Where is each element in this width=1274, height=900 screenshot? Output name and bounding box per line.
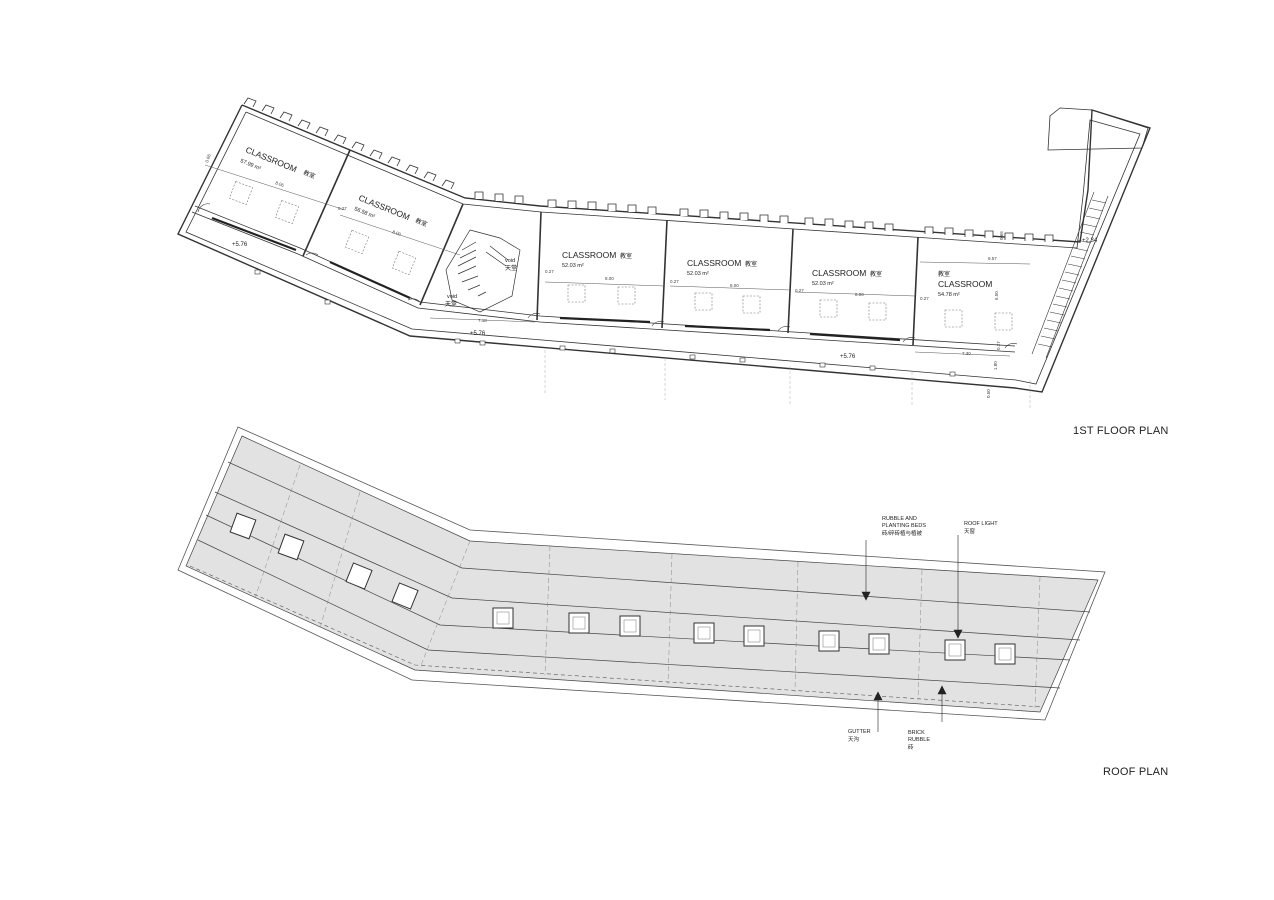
room-2-cn: 教室 — [414, 216, 428, 228]
first-floor-plan: CLASSROOM 教室 57.99 m² CLASSROOM 教室 56.58… — [177, 97, 1151, 408]
room-5-cn: 教室 — [870, 270, 882, 278]
room-3-area: 52.03 m² — [562, 263, 584, 269]
bottom-wall-piers — [254, 269, 956, 377]
room-6-cn: 教室 — [938, 270, 950, 278]
room-3-cn: 教室 — [620, 252, 632, 260]
dim-text: 8.06 — [275, 180, 285, 188]
room-6-area: 54.78 m² — [938, 292, 960, 298]
room-1-name: CLASSROOM — [244, 145, 298, 175]
dim-text: 0.27 — [338, 206, 347, 211]
callout-rubble-1: RUBBLE AND — [882, 516, 917, 522]
partition-walls — [302, 149, 919, 346]
ceiling-lights — [229, 181, 1013, 331]
exterior-stair — [1031, 107, 1149, 359]
axis-lines — [544, 350, 1031, 408]
room-2-name: CLASSROOM — [357, 193, 411, 223]
roof-plan: RUBBLE AND PLANTING BEDS 砖/碎砖植与植被 ROOF L… — [177, 426, 1106, 751]
dim-text: 8.00 — [392, 229, 402, 237]
callout-rubble-2: PLANTING BEDS — [882, 523, 926, 529]
dim-text: 0.27 — [545, 269, 554, 274]
room-5-area: 52.03 m² — [812, 281, 834, 287]
room-5-name: CLASSROOM — [812, 268, 866, 278]
dim-text: 0.66 — [999, 231, 1004, 240]
top-wall-piers — [243, 97, 1054, 242]
level-mark: +5.76 — [470, 331, 486, 337]
dim-text: 6.50 — [994, 291, 999, 300]
room-3-name: CLASSROOM — [562, 250, 616, 260]
level-mark: +2.34 — [1082, 238, 1098, 244]
callout-rubble-cn: 砖/碎砖植与植被 — [882, 529, 923, 537]
level-mark: +5.76 — [840, 354, 856, 360]
dim-text: 0.50 — [986, 389, 991, 398]
void-label-1: void — [505, 258, 515, 264]
room-4-cn: 教室 — [745, 260, 757, 268]
void-cn-1: 天堂 — [505, 264, 517, 272]
roof-light-inner — [496, 611, 1012, 661]
dim-text: 7.18 — [478, 318, 487, 323]
door-swings — [197, 203, 1018, 349]
room-4-name: CLASSROOM — [687, 258, 741, 268]
outer-walls — [177, 104, 1151, 393]
dimension-lines — [204, 164, 1031, 357]
callout-gutter: GUTTER — [848, 729, 871, 735]
room-1-area: 57.99 m² — [239, 158, 262, 172]
level-markers: +5.76 +5.76 +5.76 +2.34 — [232, 238, 1098, 360]
roof-field — [185, 435, 1099, 713]
dim-text: 1.80 — [993, 361, 998, 370]
callout-leaders — [861, 535, 963, 732]
dim-text: 7.30 — [962, 351, 971, 356]
dim-text: 0.27 — [996, 341, 1001, 350]
dimension-texts: 0.66 8.06 0.27 8.00 0.27 8.00 0.27 8.00 … — [204, 153, 1004, 398]
room-2-area: 56.58 m² — [353, 206, 376, 220]
dim-text: 0.27 — [795, 288, 804, 293]
gutter-line — [189, 565, 1043, 708]
room-4-area: 52.03 m² — [687, 271, 709, 277]
room-1-cn: 教室 — [302, 168, 316, 180]
callout-brick-cn: 砖 — [908, 743, 914, 751]
bay-lines — [254, 464, 1041, 709]
dim-text: 8.00 — [605, 276, 614, 281]
room-labels: CLASSROOM 教室 57.99 m² CLASSROOM 教室 56.58… — [239, 145, 992, 308]
roof-lights — [229, 512, 1016, 665]
roof-plan-title: ROOF PLAN — [1103, 766, 1169, 778]
dim-text: 8.00 — [855, 292, 864, 297]
callout-gutter-cn: 天沟 — [848, 735, 860, 743]
window-bands — [211, 216, 901, 342]
callout-roof-light: ROOF LIGHT — [964, 521, 998, 527]
first-floor-plan-title: 1ST FLOOR PLAN — [1073, 425, 1169, 437]
callout-brick-2: RUBBLE — [908, 737, 930, 743]
room-6-name: CLASSROOM — [938, 279, 992, 289]
dim-text: 9.57 — [988, 256, 997, 261]
void-cn-2: 天堂 — [445, 300, 457, 308]
void-label-2: void — [447, 294, 457, 300]
callout-brick-1: BRICK — [908, 730, 925, 736]
dim-text: 8.00 — [730, 283, 739, 288]
callouts: RUBBLE AND PLANTING BEDS 砖/碎砖植与植被 ROOF L… — [848, 516, 998, 751]
dim-text: 0.27 — [670, 279, 679, 284]
dim-text: 0.27 — [920, 296, 929, 301]
callout-roof-light-cn: 天窗 — [964, 527, 976, 535]
level-mark: +5.76 — [232, 242, 248, 248]
void-stair — [445, 229, 521, 313]
dim-text: 0.66 — [204, 153, 212, 163]
